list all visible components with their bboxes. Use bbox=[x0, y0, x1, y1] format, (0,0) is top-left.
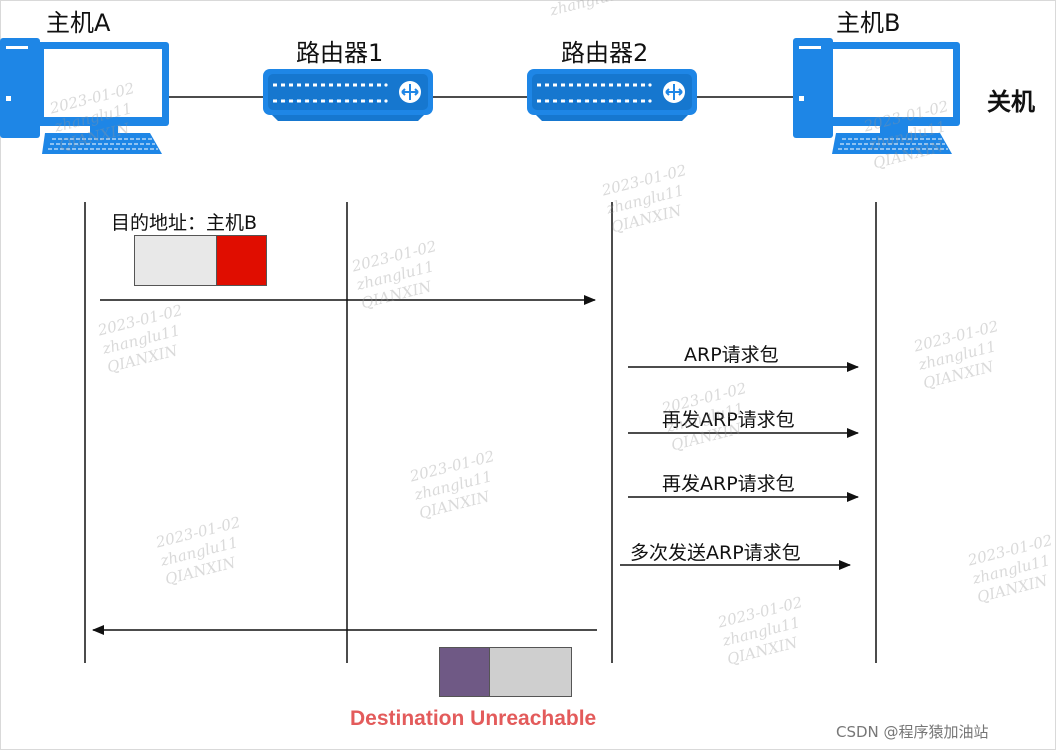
reply-body-block bbox=[489, 647, 572, 697]
author-credit: CSDN @程序猿加油站 bbox=[836, 723, 989, 741]
destination-address-label: 目的地址：主机B bbox=[111, 212, 258, 234]
router-2-label: 路由器2 bbox=[561, 39, 649, 67]
destination-unreachable-label: Destination Unreachable bbox=[350, 707, 597, 730]
packet-destination-field-block bbox=[216, 235, 267, 286]
arp-request-label-2: 再发ARP请求包 bbox=[662, 409, 795, 431]
host-b-computer-icon bbox=[793, 38, 960, 154]
host-b-powered-off-label: 关机 bbox=[987, 88, 1035, 116]
host-a-computer-icon bbox=[0, 38, 169, 154]
router-1-label: 路由器1 bbox=[296, 39, 384, 67]
host-a-label: 主机A bbox=[46, 9, 111, 37]
packet-header-block bbox=[134, 235, 217, 286]
host-b-label: 主机B bbox=[836, 9, 901, 37]
arp-request-label-4: 多次发送ARP请求包 bbox=[630, 542, 801, 564]
router-2-icon bbox=[527, 69, 697, 121]
arp-request-label-1: ARP请求包 bbox=[684, 344, 779, 366]
arp-request-label-3: 再发ARP请求包 bbox=[662, 473, 795, 495]
reply-type-block bbox=[439, 647, 490, 697]
router-1-icon bbox=[263, 69, 433, 121]
